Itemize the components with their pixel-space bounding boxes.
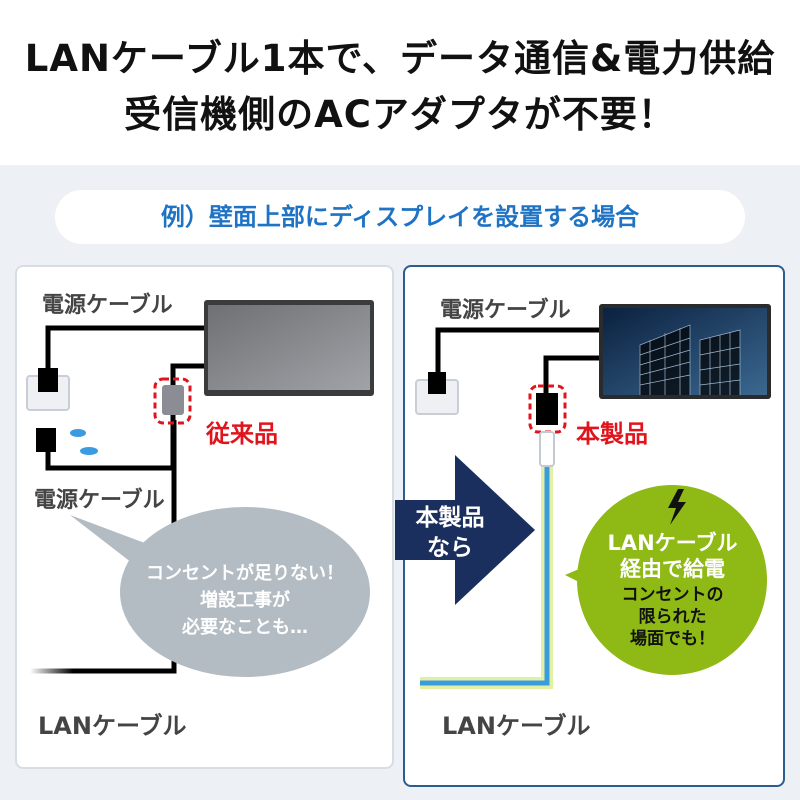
green-bubble-sub: コンセントの 限られた 場面でも！ [585,584,760,650]
product-label: 本製品 [576,420,648,448]
bubble-line: 限られた [638,607,707,627]
power-cable-right [435,327,599,378]
gray-speech-bubble [70,507,370,677]
highlight-box [153,377,192,425]
plug-icon [428,372,446,394]
green-bubble-title: LANケーブル 経由で給電 [585,530,760,582]
power-cable-label: 電源ケーブル [34,488,165,513]
conventional-label: 従来品 [206,420,278,448]
bubble-line: LANケーブル [607,531,738,555]
left-display [204,300,374,396]
poe-splitter-icon [536,393,558,425]
power-cable-bottom [45,363,204,471]
green-speech-bubble [565,485,767,675]
sweat-drop-icon [70,429,86,437]
arrow-line: なら [427,535,473,561]
headline-line1: LANケーブル1本で、データ通信&電力供給 [24,37,776,80]
lan-cable-label: LANケーブル [38,712,187,740]
arrow-line: 本製品 [415,505,485,531]
lan-cable-label: LANケーブル [442,712,591,740]
bubble-line: 増設工事が [200,590,290,611]
poe-cable [543,355,599,400]
lan-cable-right [420,465,550,686]
plug-icon [38,368,58,392]
bubble-line: コンセントの [621,585,724,605]
header [0,0,800,165]
power-cable-label: 電源ケーブル [440,298,571,323]
power-cable-label: 電源ケーブル [42,293,173,318]
headline-line2: 受信機側のACアダプタが不要！ [124,93,676,136]
rj45-connector-icon [539,431,555,467]
arrow-text: 本製品 なら [400,503,500,563]
power-cable-top [45,325,204,372]
lan-cable-left [30,420,177,674]
example-label: 例）壁面上部にディスプレイを設置する場合 [55,190,745,244]
bubble-text: コンセントが足りない！ 増設工事が 必要なことも… [120,560,370,641]
sweat-drop-icon [80,447,98,455]
arrow [395,455,535,605]
bubble-line: 経由で給電 [620,557,725,581]
lightning-icon [668,489,686,525]
right-display [599,304,771,399]
ac-adapter-icon [162,385,184,415]
unplugged-plug-icon [36,428,56,452]
bubble-line: コンセントが足りない！ [146,563,344,584]
bubble-line: 必要なことも… [182,617,308,638]
bubble-line: 場面でも！ [630,629,715,649]
